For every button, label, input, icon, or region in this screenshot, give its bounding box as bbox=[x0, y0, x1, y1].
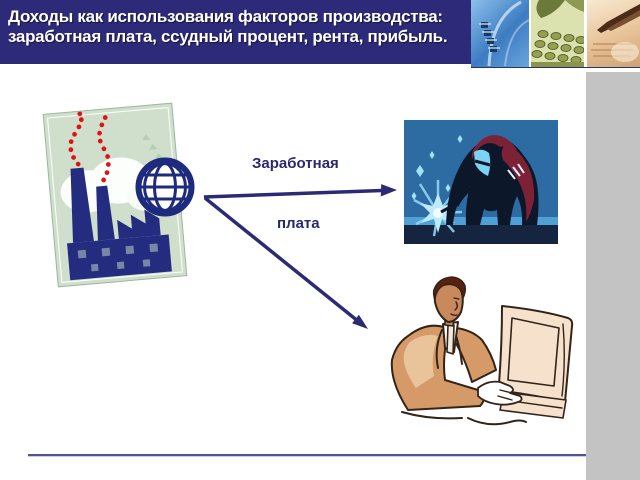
globe-icon bbox=[135, 157, 195, 217]
factory-windows bbox=[77, 243, 159, 272]
factory-paper-frame bbox=[42, 102, 188, 288]
visor-band bbox=[474, 159, 491, 167]
slide-title-line2: заработная плата, ссудный процент, рента… bbox=[8, 27, 448, 46]
welder-arm bbox=[452, 182, 472, 207]
hand bbox=[477, 380, 523, 406]
footer-divider-line bbox=[28, 454, 615, 457]
weld-spark bbox=[413, 180, 463, 237]
calculator-leaf-icon bbox=[531, 0, 584, 67]
tie bbox=[446, 324, 455, 355]
slide-title: Доходы как использования факторов произв… bbox=[8, 7, 478, 47]
office-worker-image bbox=[390, 276, 574, 426]
header-photo-strip bbox=[471, 0, 640, 68]
header-photo-pen-documents bbox=[587, 0, 640, 67]
factory-with-globe-clipart bbox=[42, 96, 202, 294]
welder-jacket bbox=[501, 142, 535, 222]
header-bar: Доходы как использования факторов произв… bbox=[0, 0, 472, 64]
jacket-highlights bbox=[507, 163, 525, 180]
factory-icon bbox=[60, 111, 174, 281]
welder-hood bbox=[471, 135, 517, 160]
header-photo-calculator-leaf bbox=[531, 0, 584, 67]
spark-flecks bbox=[411, 135, 469, 200]
circuit-board-icon bbox=[479, 0, 529, 67]
hair bbox=[432, 276, 467, 301]
welder-image bbox=[404, 120, 558, 244]
red-smoke-dots bbox=[68, 111, 111, 183]
right-gray-sidebar bbox=[586, 72, 640, 480]
slide-title-line1: Доходы как использования факторов произв… bbox=[8, 7, 443, 26]
wage-arrow-to-welder bbox=[203, 184, 397, 199]
pen-icon bbox=[591, 4, 640, 62]
wage-label-line2: плата bbox=[277, 215, 320, 232]
wage-label-line1: Заработная bbox=[252, 155, 339, 172]
header-photo-circuit-board bbox=[471, 0, 529, 67]
